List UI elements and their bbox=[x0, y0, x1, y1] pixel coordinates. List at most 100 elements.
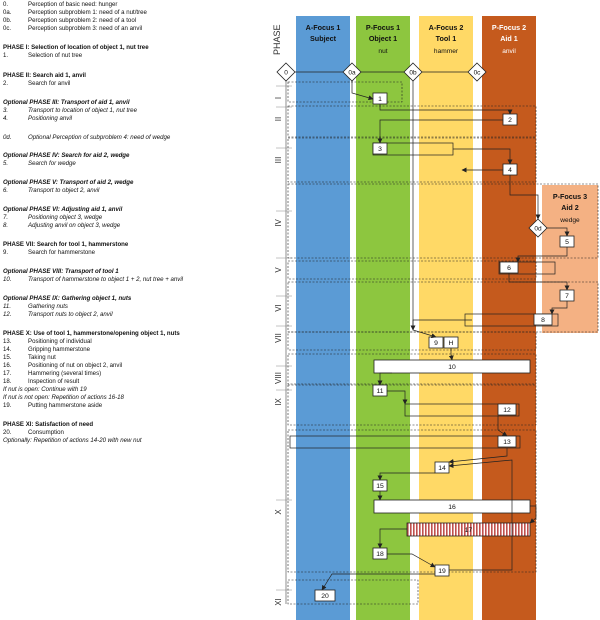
action-label-3: 3 bbox=[378, 146, 382, 153]
column-header-line1: P-Focus 2 bbox=[492, 23, 526, 32]
legend-item-number: 15. bbox=[3, 354, 12, 361]
phase-frame bbox=[287, 105, 537, 138]
legend-item-text: Optional Perception of subproblem 4: nee… bbox=[28, 134, 171, 141]
legend-item-number: 14. bbox=[3, 346, 12, 353]
phase-heading: Optional PHASE IV: Search for aid 2, wed… bbox=[3, 152, 130, 159]
column-header-line3: wedge bbox=[559, 217, 580, 224]
legend-item-number: 0. bbox=[3, 1, 9, 8]
action-label-6: 6 bbox=[507, 265, 511, 272]
phase-label-I: I bbox=[274, 97, 283, 99]
column-header-line2: Subject bbox=[310, 34, 337, 43]
action-label-14: 14 bbox=[438, 465, 446, 472]
legend-item-number: 0a. bbox=[3, 9, 12, 16]
phase-label-III: III bbox=[274, 157, 283, 164]
legend-item-number: 9. bbox=[3, 249, 9, 256]
legend-item-text: Search for anvil bbox=[28, 80, 71, 87]
legend-item-text: Transport of hammerstone to object 1 + 2… bbox=[28, 276, 184, 283]
flow-connector bbox=[547, 227, 570, 237]
phase-label-XI: XI bbox=[274, 598, 283, 606]
legend-item-text: Adjusting anvil on object 3, wedge bbox=[28, 222, 121, 229]
action-span-6 bbox=[498, 261, 556, 275]
phase-heading: Optional PHASE VIII: Transport of tool 1 bbox=[3, 268, 119, 275]
legend-item-number: 5. bbox=[3, 160, 9, 167]
legend-item-text: Perception subproblem 2: need of a tool bbox=[28, 17, 137, 24]
column-header-line2: Object 1 bbox=[369, 34, 397, 43]
action-label-9: 9 bbox=[434, 340, 438, 347]
phase-heading: PHASE I: Selection of location of object… bbox=[3, 44, 149, 51]
legend-item-number: 20. bbox=[3, 429, 12, 436]
action-label-1: 1 bbox=[378, 96, 382, 103]
decision-diamond bbox=[467, 62, 487, 82]
flow-connector bbox=[448, 448, 508, 465]
phase-frame bbox=[287, 260, 537, 280]
column-header-line1: A-Focus 2 bbox=[429, 23, 464, 32]
legend-item-text: Selection of nut tree bbox=[28, 52, 83, 59]
flow-connector bbox=[453, 148, 513, 165]
legend-note: If nut is open: Continue with 19 bbox=[3, 386, 87, 393]
phase-frame bbox=[287, 331, 537, 351]
legend-item-text: Positioning of individual bbox=[28, 338, 92, 345]
action-label-19: 19 bbox=[438, 568, 446, 575]
decision-label: 0 bbox=[284, 70, 288, 77]
action-box-19 bbox=[434, 564, 450, 577]
phase-frame bbox=[287, 579, 419, 605]
action-label-15: 15 bbox=[376, 483, 384, 490]
column-lane-object1 bbox=[356, 16, 410, 620]
phase-heading: Optional PHASE VI: Adjusting aid 1, anvi… bbox=[3, 206, 123, 213]
legend-item-number: 2. bbox=[3, 80, 9, 87]
action-label-H: H bbox=[449, 340, 454, 347]
phase-frame bbox=[287, 429, 537, 573]
column-header-line1: P-Focus 3 bbox=[553, 192, 587, 201]
column-lane-subject bbox=[296, 16, 350, 620]
legend-item-number: 11. bbox=[3, 303, 12, 310]
flow-connector bbox=[377, 119, 503, 144]
flow-connector bbox=[379, 104, 513, 115]
phase-label-VI: VI bbox=[274, 304, 283, 312]
legend-item-number: 13. bbox=[3, 338, 12, 345]
legend-note: Optionally: Repetition of actions 14-20 … bbox=[3, 437, 142, 444]
flow-connector bbox=[497, 416, 508, 437]
phase-frame bbox=[287, 183, 599, 259]
flow-connector bbox=[448, 348, 454, 361]
phase-label-IV: IV bbox=[274, 219, 283, 227]
decision-diamond bbox=[276, 62, 296, 82]
decision-label: 0c bbox=[474, 70, 482, 77]
legend-item-number: 10. bbox=[3, 276, 12, 283]
legend-item-number: 0b. bbox=[3, 17, 12, 24]
column-header-line2: Aid 2 bbox=[561, 203, 579, 212]
legend-item-number: 18. bbox=[3, 378, 12, 385]
action-label-7: 7 bbox=[565, 293, 569, 300]
column-header-line2: Aid 1 bbox=[500, 34, 518, 43]
legend-item-number: 0c. bbox=[3, 25, 12, 32]
column-header-line3: anvil bbox=[502, 48, 516, 55]
flow-connector bbox=[509, 175, 541, 220]
legend-item-number: 7. bbox=[3, 214, 9, 221]
action-label-17: 17 bbox=[465, 527, 473, 534]
legend-item-number: 1. bbox=[3, 52, 9, 59]
flow-connector bbox=[387, 390, 408, 405]
legend-item-number: 0d. bbox=[3, 134, 12, 141]
legend-item-number: 16. bbox=[3, 362, 12, 369]
action-label-12: 12 bbox=[503, 407, 511, 414]
action-box-8 bbox=[533, 313, 553, 326]
legend-item-text: Hammering (several times) bbox=[28, 370, 102, 377]
legend-item-text: Positioning of nut on object 2, anvil bbox=[28, 362, 123, 369]
column-lane-aid2 bbox=[542, 185, 598, 333]
phase-heading: Optional PHASE IX: Gathering object 1, n… bbox=[3, 295, 132, 302]
legend-note: If nut is not open: Repetition of action… bbox=[3, 394, 124, 401]
action-box-16 bbox=[373, 499, 531, 514]
column-header-line1: A-Focus 1 bbox=[306, 23, 341, 32]
phase-heading: Optional PHASE V: Transport of aid 2, we… bbox=[3, 179, 134, 186]
column-header-line3: nut bbox=[378, 48, 387, 55]
legend-item-text: Gathering nuts bbox=[28, 303, 68, 310]
phase-label-VII: VII bbox=[274, 333, 283, 343]
legend-item-number: 6. bbox=[3, 187, 9, 194]
phase-label-VIII: VIII bbox=[274, 372, 283, 384]
action-label-13: 13 bbox=[503, 439, 511, 446]
legend-item-text: Positioning anvil bbox=[28, 115, 73, 122]
legend-item-text: Transport to location of object 1, nut t… bbox=[28, 107, 137, 114]
decision-diamond bbox=[528, 218, 548, 238]
phase-frame bbox=[287, 137, 537, 183]
column-header-line2: Tool 1 bbox=[436, 34, 457, 43]
decision-label: 0b bbox=[409, 70, 417, 77]
